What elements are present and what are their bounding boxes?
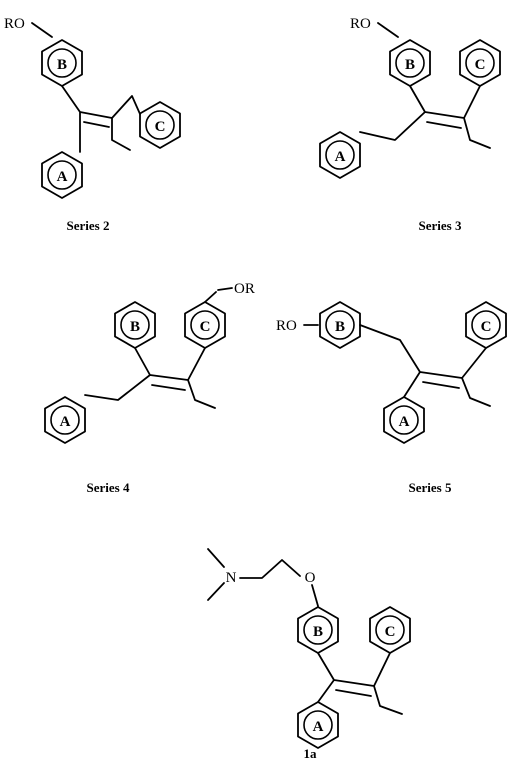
ring-b: B (389, 39, 431, 87)
ring-b: B (319, 301, 361, 349)
ring-b: B (41, 39, 83, 87)
ring-c: C (465, 301, 507, 349)
structure-1a: N O B C A 1a (207, 548, 411, 761)
structure-series-4: OR B C A Series 4 (44, 281, 255, 495)
svg-text:C: C (155, 119, 166, 135)
nitrogen-label: N (226, 570, 237, 586)
svg-text:C: C (385, 624, 396, 640)
caption: Series 2 (67, 218, 110, 233)
svg-text:C: C (481, 319, 492, 335)
caption: Series 3 (419, 218, 462, 233)
svg-text:B: B (335, 319, 345, 335)
structure-series-5: RO B C A Series 5 (276, 301, 507, 495)
structure-series-2: RO B C A Series 2 (4, 16, 181, 233)
substituent-label: OR (234, 281, 255, 297)
oxygen-label: O (305, 570, 316, 586)
svg-text:A: A (399, 414, 410, 430)
svg-text:C: C (475, 57, 486, 73)
ring-a: A (319, 131, 361, 179)
svg-text:C: C (200, 319, 211, 335)
svg-text:B: B (313, 624, 323, 640)
svg-text:A: A (57, 169, 68, 185)
ring-b: B (114, 301, 156, 349)
substituent-label: RO (4, 16, 25, 32)
ring-b: B (297, 606, 339, 654)
ring-c: C (139, 101, 181, 149)
caption: 1a (304, 746, 318, 761)
svg-text:A: A (313, 719, 324, 735)
ring-a: A (297, 701, 339, 749)
caption: Series 4 (87, 480, 130, 495)
substituent-label: RO (276, 318, 297, 334)
ring-c: C (459, 39, 501, 87)
caption: Series 5 (409, 480, 452, 495)
ring-c: C (184, 301, 226, 349)
svg-text:B: B (130, 319, 140, 335)
ring-c: C (369, 606, 411, 654)
svg-text:B: B (405, 57, 415, 73)
svg-text:A: A (335, 149, 346, 165)
substituent-label: RO (350, 16, 371, 32)
svg-text:B: B (57, 57, 67, 73)
structure-series-3: RO B C A Series 3 (319, 16, 501, 233)
svg-text:A: A (60, 414, 71, 430)
ring-a: A (383, 396, 425, 444)
ring-a: A (41, 151, 83, 199)
ring-a: A (44, 396, 86, 444)
